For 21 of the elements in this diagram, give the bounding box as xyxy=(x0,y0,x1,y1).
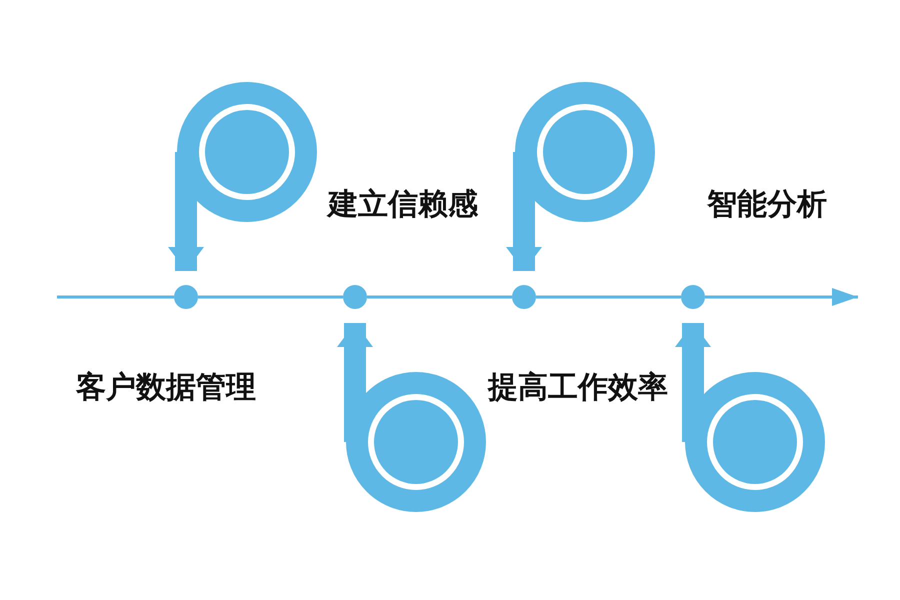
timeline-line xyxy=(57,296,174,298)
arrow xyxy=(337,323,373,442)
timeline-label: 建立信赖感 xyxy=(328,187,478,223)
timeline-label: 客户数据管理 xyxy=(76,370,256,406)
ring-shape xyxy=(346,372,486,512)
arrow xyxy=(506,152,542,271)
arrow xyxy=(168,152,204,271)
timeline-dot xyxy=(681,285,705,309)
timeline-label: 提高工作效率 xyxy=(488,370,668,406)
arrow xyxy=(675,323,711,442)
timeline-label: 智能分析 xyxy=(707,187,827,223)
ring-shape xyxy=(685,372,825,512)
timeline-dot xyxy=(343,285,367,309)
timeline-line xyxy=(198,296,343,298)
timeline-line xyxy=(705,288,858,306)
ring-shape xyxy=(177,82,317,222)
timeline-line xyxy=(536,296,681,298)
ring-shape xyxy=(515,82,655,222)
timeline-line xyxy=(367,296,512,298)
timeline-dot xyxy=(174,285,198,309)
timeline-dot xyxy=(512,285,536,309)
